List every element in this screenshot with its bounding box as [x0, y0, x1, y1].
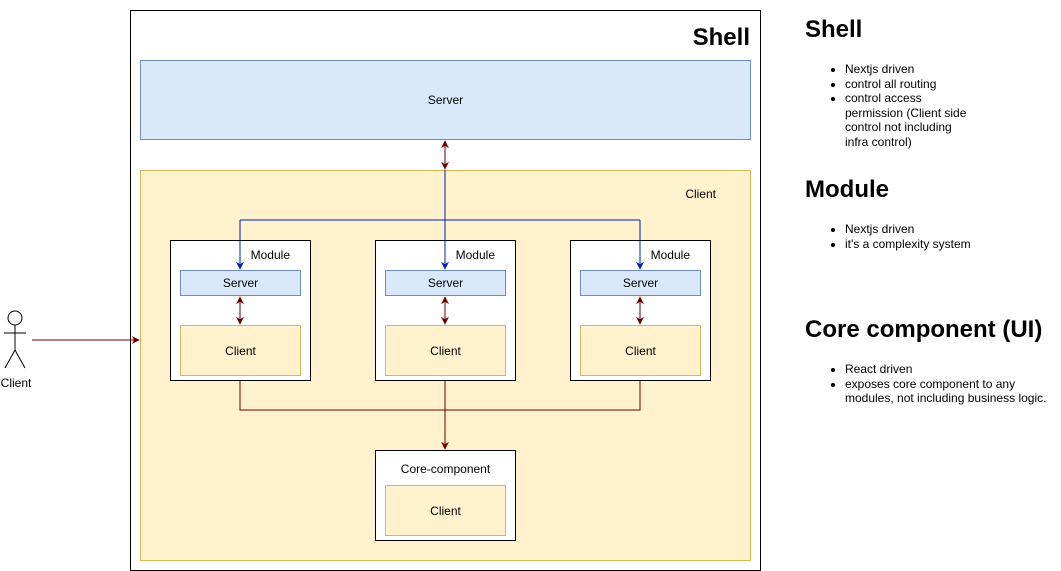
note-core-component: Core component (UI) React driven exposes… — [805, 316, 1061, 406]
list-item: control access permission (Client side c… — [845, 91, 975, 149]
shell-server-label: Server — [427, 93, 464, 107]
note-module: Module Nextjs driven it's a complexity s… — [805, 176, 1055, 251]
module-server-label-1: Server — [222, 276, 259, 290]
module-client-label-2: Client — [430, 343, 461, 358]
module-server-1: Server — [180, 270, 301, 296]
shell-client-label: Client — [685, 187, 716, 201]
shell-server-box: Server — [140, 60, 751, 140]
list-item: it's a complexity system — [845, 237, 1055, 252]
module-client-label-3: Client — [625, 343, 656, 358]
note-core-component-title: Core component (UI) — [805, 316, 1043, 343]
note-module-title: Module — [805, 176, 889, 203]
list-item: exposes core component to any modules, n… — [845, 377, 1050, 406]
core-component-client: Client — [385, 485, 506, 536]
module-client-2: Client — [385, 325, 506, 376]
module-title-3: Module — [650, 248, 690, 262]
module-server-2: Server — [385, 270, 506, 296]
module-title-1: Module — [250, 248, 290, 262]
list-item: Nextjs driven — [845, 62, 1055, 77]
module-client-1: Client — [180, 325, 301, 376]
note-shell-title: Shell — [805, 16, 863, 43]
list-item: React driven — [845, 362, 1061, 377]
note-shell-list: Nextjs driven control all routing contro… — [805, 62, 1055, 149]
actor-label: Client — [0, 376, 32, 390]
module-server-3: Server — [580, 270, 701, 296]
shell-title: Shell — [692, 24, 750, 51]
note-core-component-list: React driven exposes core component to a… — [805, 362, 1061, 406]
core-component-client-label: Client — [430, 503, 461, 518]
list-item: Nextjs driven — [845, 222, 1055, 237]
note-shell: Shell Nextjs driven control all routing … — [805, 16, 1055, 149]
module-server-label-3: Server — [622, 276, 659, 290]
module-server-label-2: Server — [427, 276, 464, 290]
note-module-list: Nextjs driven it's a complexity system — [805, 222, 1055, 251]
list-item: control all routing — [845, 77, 1055, 92]
module-client-label-1: Client — [225, 343, 256, 358]
module-client-3: Client — [580, 325, 701, 376]
core-component-title: Core-component — [400, 462, 491, 476]
module-title-2: Module — [455, 248, 495, 262]
actor-figure-icon — [4, 310, 26, 369]
